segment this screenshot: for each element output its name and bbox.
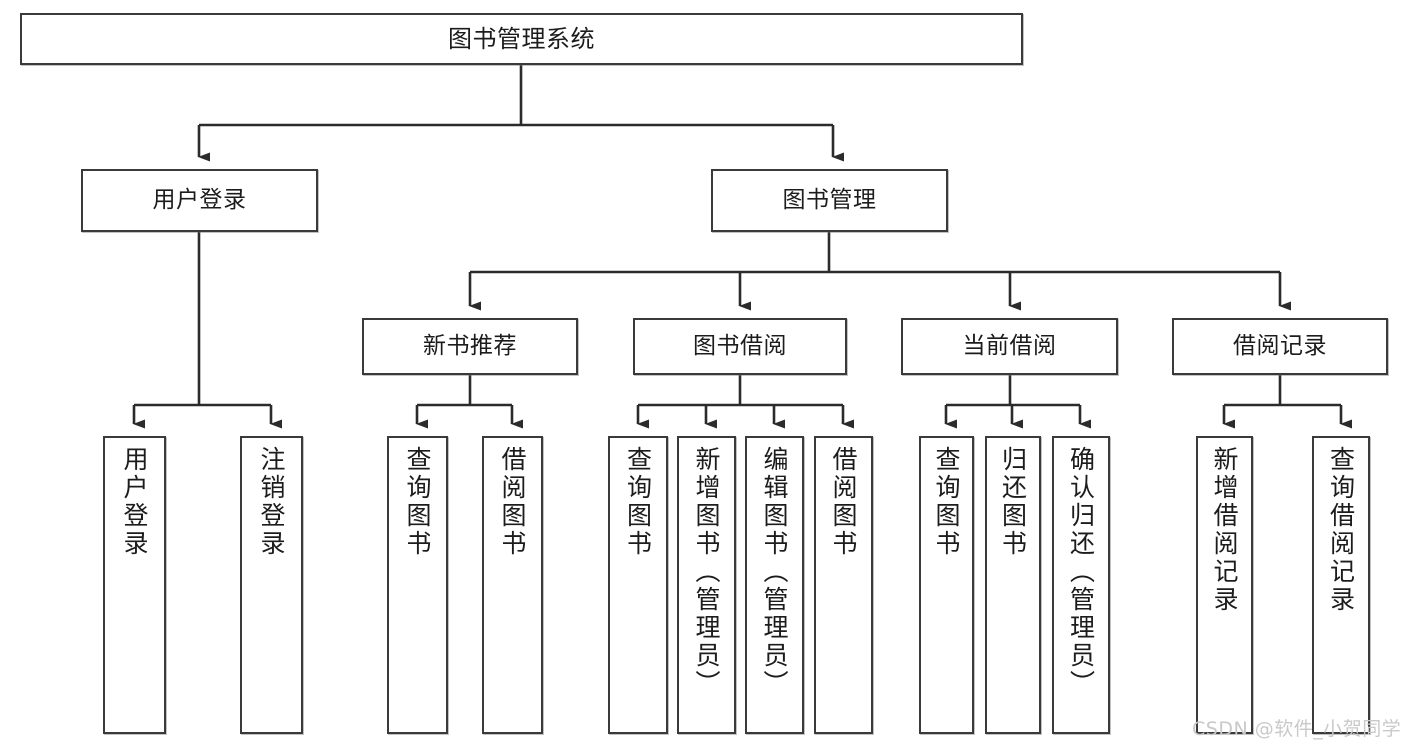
leaf-borrow-add-book-admin[interactable]: 新增图书（管理员） <box>677 436 736 734</box>
leaf-borrow-borrow-book[interactable]: 借阅图书 <box>814 436 873 734</box>
node-label: 图书借阅 <box>693 332 787 359</box>
node-label: 图书管理系统 <box>448 24 595 53</box>
node-label: 注销登录 <box>257 446 286 558</box>
node-label: 用户登录 <box>152 186 247 213</box>
node-new-book-recommend[interactable]: 新书推荐 <box>362 318 578 375</box>
node-label: 查询图书 <box>932 446 961 558</box>
node-label: 查询借阅记录 <box>1326 446 1356 614</box>
leaf-current-confirm-return-admin[interactable]: 确认归还（管理员） <box>1052 436 1110 734</box>
node-label: 借阅图书 <box>498 446 527 558</box>
leaf-record-query-record[interactable]: 查询借阅记录 <box>1312 436 1370 734</box>
node-root-system[interactable]: 图书管理系统 <box>20 13 1023 65</box>
node-label: 借阅记录 <box>1233 332 1327 359</box>
node-label: 确认归还（管理员） <box>1066 446 1096 698</box>
leaf-recommend-query-book[interactable]: 查询图书 <box>387 436 448 734</box>
node-borrow-record[interactable]: 借阅记录 <box>1172 318 1388 375</box>
leaf-recommend-borrow-book[interactable]: 借阅图书 <box>482 436 543 734</box>
node-label: 图书管理 <box>782 186 877 213</box>
leaf-user-login-signin[interactable]: 用户登录 <box>103 436 166 734</box>
node-label: 查询图书 <box>623 446 653 558</box>
node-label: 新增图书（管理员） <box>692 446 721 698</box>
node-current-borrow[interactable]: 当前借阅 <box>901 318 1118 375</box>
leaf-record-add-record[interactable]: 新增借阅记录 <box>1196 436 1253 734</box>
node-book-borrow[interactable]: 图书借阅 <box>633 318 847 375</box>
leaf-borrow-edit-book-admin[interactable]: 编辑图书（管理员） <box>745 436 804 734</box>
node-label: 新书推荐 <box>423 332 517 359</box>
leaf-current-return-book[interactable]: 归还图书 <box>985 436 1041 734</box>
node-book-management[interactable]: 图书管理 <box>711 169 948 232</box>
node-label: 查询图书 <box>403 446 432 558</box>
node-label: 归还图书 <box>998 446 1028 558</box>
leaf-user-login-signout[interactable]: 注销登录 <box>240 436 303 734</box>
node-label: 借阅图书 <box>829 446 858 558</box>
node-label: 编辑图书（管理员） <box>760 446 789 698</box>
leaf-current-query-book[interactable]: 查询图书 <box>919 436 974 734</box>
node-label: 当前借阅 <box>962 332 1057 359</box>
node-label: 用户登录 <box>120 446 149 558</box>
node-user-login[interactable]: 用户登录 <box>81 169 318 232</box>
leaf-borrow-query-book[interactable]: 查询图书 <box>608 436 668 734</box>
node-label: 新增借阅记录 <box>1210 446 1239 614</box>
